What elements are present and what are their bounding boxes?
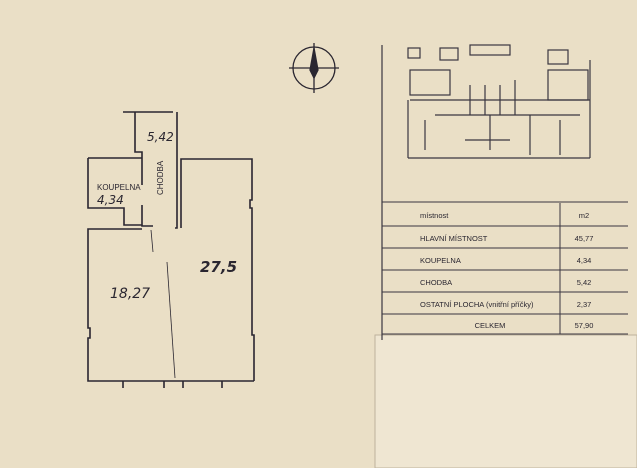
table-total-label: CELKEM (475, 321, 506, 330)
table-row-area: 5,42 (577, 278, 592, 287)
room-area-koupelna: 4,34 (97, 193, 124, 207)
north-arrow-icon (289, 43, 339, 93)
building-key-plan (381, 44, 591, 340)
table-header-room: místnost (420, 211, 449, 220)
table-row-room: OSTATNÍ PLOCHA (vnitřní příčky) (420, 300, 534, 309)
table-row-room: CHODBA (420, 278, 452, 287)
table-row-area: 2,37 (577, 300, 592, 309)
room-label-koupelna: KOUPELNA (97, 183, 141, 192)
overlapping-paper (374, 334, 637, 468)
room-label-chodba: CHODBA (156, 160, 165, 195)
room-area-right: 27,5 (200, 258, 237, 276)
table-total-area: 57,90 (575, 321, 594, 330)
room-area-left: 18,27 (110, 286, 150, 302)
table-row-room: KOUPELNA (420, 256, 461, 265)
room-area-chodba: 5,42 (147, 130, 174, 144)
table-header-area: m2 (579, 211, 589, 220)
apartment-plan (87, 111, 255, 388)
table-row-area: 45,77 (575, 234, 594, 243)
area-table (382, 201, 628, 335)
table-row-room: HLAVNÍ MÍSTNOST (420, 234, 488, 243)
table-row-area: 4,34 (577, 256, 592, 265)
